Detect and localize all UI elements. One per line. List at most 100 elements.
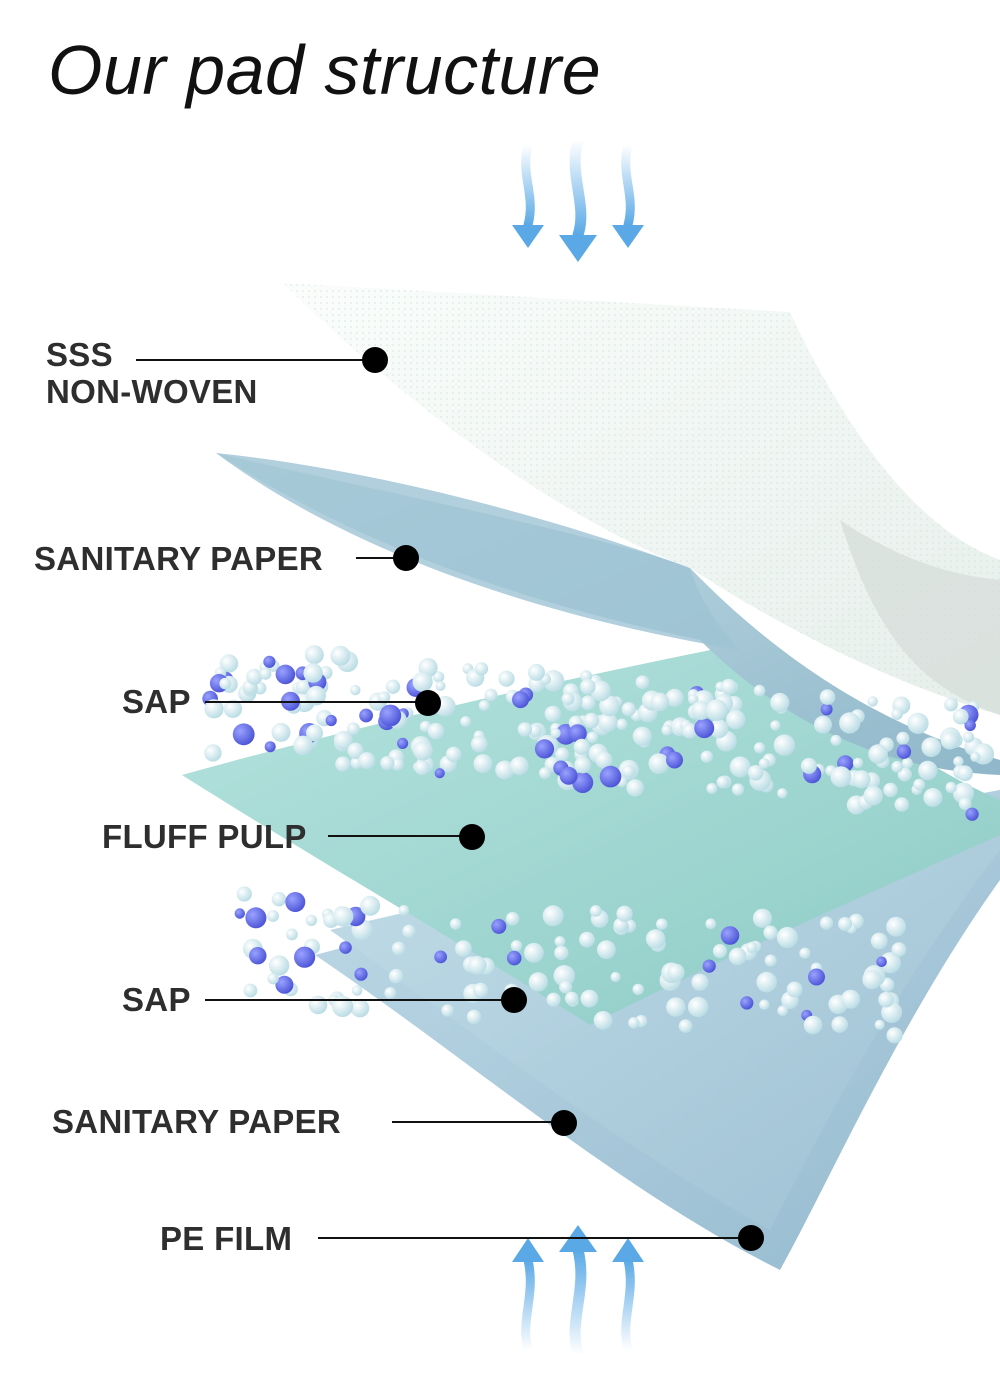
- sap-bead: [236, 886, 252, 902]
- sap-bead: [559, 980, 573, 994]
- sap-bead: [580, 695, 596, 711]
- label-pe-film: PE FILM: [160, 1220, 292, 1257]
- sap-bead: [333, 730, 353, 750]
- sap-bead: [746, 941, 758, 953]
- sap-bead: [666, 997, 686, 1017]
- sap-bead: [539, 767, 551, 780]
- sap-bead: [358, 752, 376, 770]
- sap-bead: [896, 744, 912, 759]
- marker-dot: [551, 1110, 577, 1136]
- sap-bead: [306, 724, 323, 742]
- sap-bead: [473, 982, 489, 998]
- sap-bead: [295, 679, 312, 695]
- sap-bead: [308, 995, 328, 1015]
- sap-bead: [249, 947, 267, 965]
- sap-bead: [259, 667, 272, 680]
- sap-bead: [271, 722, 291, 742]
- sap-bead: [923, 788, 943, 807]
- sap-bead: [687, 996, 709, 1018]
- sap-bead: [204, 699, 224, 719]
- sap-bead: [473, 754, 493, 774]
- sap-bead: [682, 723, 698, 739]
- sap-bead: [970, 751, 981, 763]
- sap-bead: [332, 995, 354, 1018]
- sap-bead: [628, 1017, 640, 1029]
- sap-bead: [874, 1019, 885, 1030]
- marker-dot: [738, 1225, 764, 1251]
- sap-bead: [770, 692, 790, 713]
- sap-bead: [384, 987, 397, 999]
- sap-bead: [432, 671, 445, 683]
- label-line: FLUFF PULP: [102, 818, 307, 855]
- sap-bead: [564, 991, 579, 1006]
- sap-bead: [512, 691, 529, 709]
- sap-bead: [773, 734, 796, 756]
- sap-bead: [599, 695, 620, 717]
- sap-bead: [517, 722, 533, 737]
- label-line: PE FILM: [160, 1220, 293, 1257]
- label-line: SANITARY PAPER: [34, 540, 324, 577]
- label-sanitary-paper-bottom: SANITARY PAPER: [52, 1103, 341, 1140]
- sap-bead: [753, 684, 766, 697]
- sap-bead: [740, 996, 754, 1010]
- sap-bead: [553, 965, 576, 987]
- sap-bead: [550, 728, 561, 739]
- sap-bead: [434, 768, 445, 779]
- sap-bead: [306, 685, 326, 706]
- sap-bead: [691, 973, 709, 991]
- sap-bead: [610, 971, 621, 983]
- page-title: Our pad structure: [48, 31, 602, 109]
- sap-bead: [243, 983, 258, 998]
- sap-bead: [491, 918, 507, 934]
- sap-bead: [597, 940, 616, 960]
- sap-bead: [830, 766, 852, 788]
- sap-bead: [528, 724, 542, 738]
- sap-bead: [474, 662, 489, 676]
- sap-bead: [725, 709, 746, 730]
- sap-bead: [534, 739, 555, 759]
- sap-bead: [505, 912, 520, 926]
- sap-bead: [561, 692, 575, 706]
- sap-bead: [350, 999, 370, 1018]
- sap-bead: [886, 916, 906, 937]
- sap-bead: [580, 989, 599, 1008]
- sap-bead: [275, 975, 294, 994]
- sap-bead: [632, 983, 644, 996]
- sap-bead: [626, 779, 644, 797]
- label-line: NON-WOVEN: [46, 373, 258, 410]
- label-sanitary-paper-top: SANITARY PAPER: [34, 540, 323, 577]
- sap-bead: [876, 956, 887, 968]
- sap-bead: [666, 751, 683, 769]
- sap-bead: [891, 761, 903, 773]
- label-sap-bottom: SAP: [122, 981, 191, 1018]
- sap-bead: [952, 782, 975, 804]
- sap-bead: [776, 926, 799, 949]
- sap-bead: [777, 788, 788, 799]
- sap-bead: [799, 947, 811, 959]
- sap-bead: [377, 691, 391, 704]
- arrow-down-icon: [512, 134, 644, 262]
- sap-bead: [891, 708, 903, 720]
- sap-bead: [965, 807, 979, 821]
- sap-bead: [466, 1009, 482, 1025]
- sap-bead: [234, 908, 245, 919]
- sap-bead: [964, 719, 976, 732]
- sap-bead: [267, 972, 279, 985]
- sap-bead: [913, 778, 926, 791]
- sap-bead: [339, 941, 352, 954]
- sap-bead: [354, 967, 368, 981]
- sap-bead: [720, 678, 737, 695]
- sap-bead: [579, 931, 595, 948]
- sap-bead: [542, 905, 564, 927]
- sap-bead: [953, 756, 964, 767]
- arrow-up-icon: [512, 1225, 644, 1361]
- marker-dot: [459, 824, 485, 850]
- sap-bead: [661, 724, 673, 736]
- sap-bead: [632, 726, 652, 746]
- sap-bead: [863, 786, 884, 806]
- sap-bead: [427, 722, 445, 740]
- sap-bead: [896, 731, 910, 745]
- sap-bead: [414, 759, 430, 776]
- sap-bead: [839, 712, 861, 734]
- sap-bead: [645, 929, 666, 949]
